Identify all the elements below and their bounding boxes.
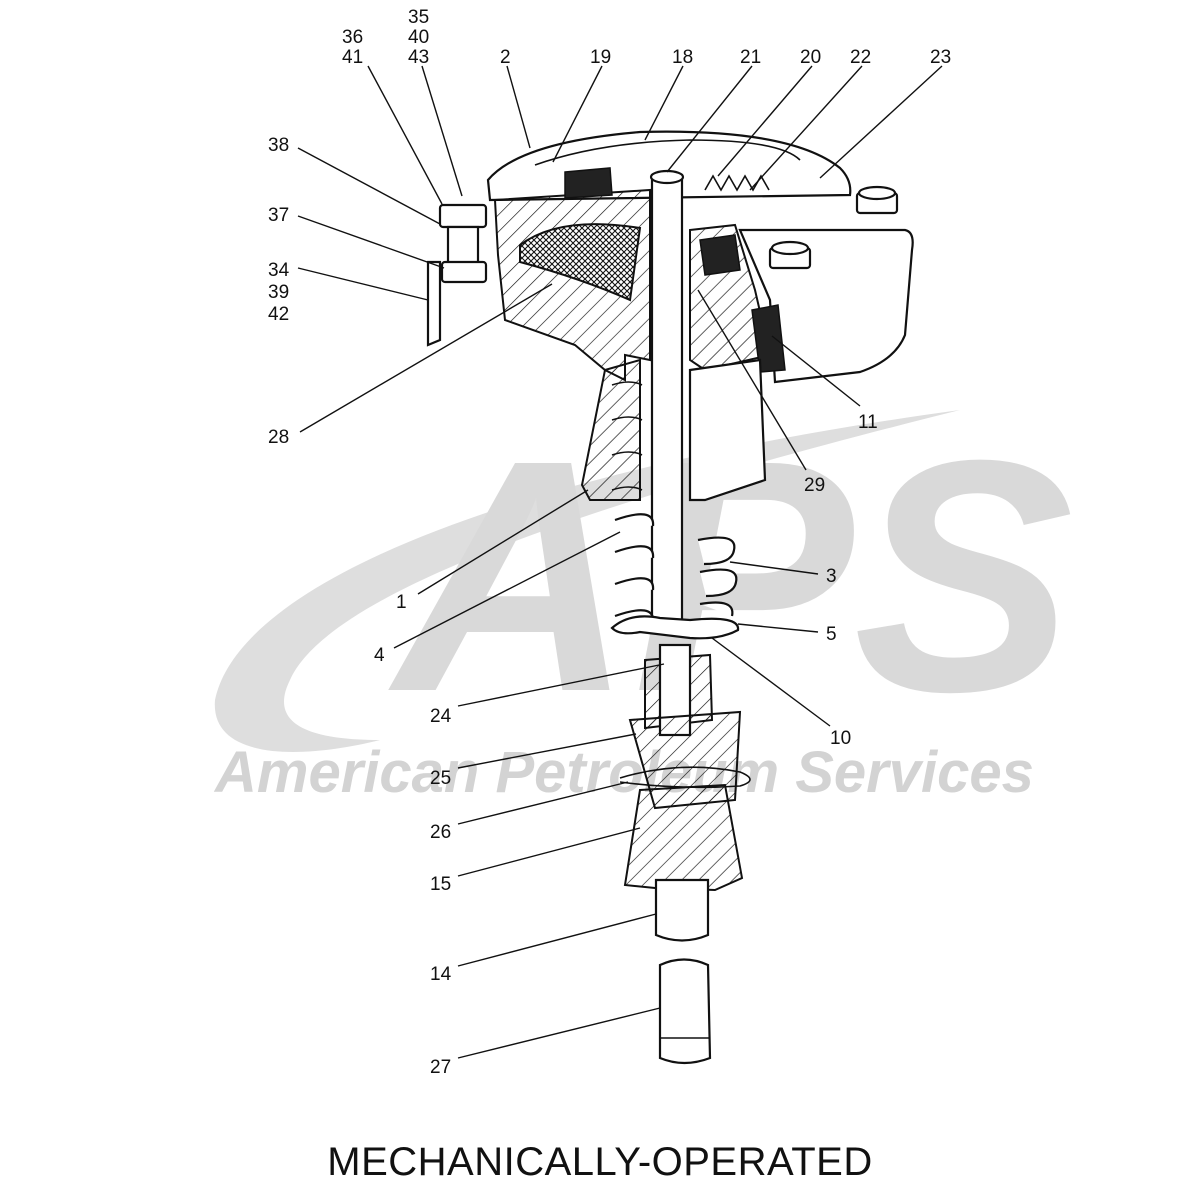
- callout-43: 43: [408, 47, 429, 68]
- leader-20: [717, 65, 813, 177]
- rod-end: [658, 958, 712, 1065]
- leader-18: [644, 65, 684, 141]
- callout-4: 4: [374, 645, 385, 666]
- seal-dark: [699, 234, 741, 276]
- cover-top: [534, 139, 801, 166]
- main-spring: [614, 513, 738, 623]
- leader-14: [457, 913, 657, 967]
- leader-1: [417, 489, 589, 595]
- callout-19: 19: [590, 47, 611, 68]
- callout-18: 18: [672, 47, 693, 68]
- operating-rod: [654, 878, 710, 942]
- leader-21: [666, 65, 753, 173]
- callout-42: 42: [268, 304, 289, 325]
- bolt-left: [438, 203, 488, 284]
- callout-20: 20: [800, 47, 821, 68]
- callout-21: 21: [740, 47, 761, 68]
- callout-1: 1: [396, 592, 407, 613]
- cotter-pin: [619, 766, 751, 789]
- leader-5: [737, 623, 819, 633]
- leader-27: [457, 1007, 661, 1059]
- leader-10: [711, 637, 831, 727]
- watermark-swoosh: [214, 410, 961, 752]
- clevis: [628, 710, 742, 810]
- stem-cap: [649, 169, 685, 185]
- bolt-right-2: [768, 240, 812, 270]
- inner-spring: [611, 381, 643, 491]
- callouts: 36 41 35 40 43 2 19 18 21 20 22 23 38 37…: [268, 7, 951, 1078]
- lower-sleeve: [623, 783, 744, 892]
- callout-22: 22: [850, 47, 871, 68]
- callout-25: 25: [430, 768, 451, 789]
- diaphragm: [564, 167, 613, 199]
- callout-36: 36: [342, 27, 363, 48]
- leader-29: [697, 289, 807, 471]
- leader-36-41: [367, 65, 443, 205]
- leader-38: [297, 147, 441, 225]
- leader-34: [297, 267, 429, 301]
- callout-15: 15: [430, 874, 451, 895]
- callout-23: 23: [930, 47, 951, 68]
- leader-37: [297, 215, 445, 269]
- leader-19: [552, 65, 603, 163]
- screen-mesh: [519, 223, 642, 302]
- valve-stem: [650, 173, 684, 627]
- callout-2: 2: [500, 47, 511, 68]
- callout-41: 41: [342, 47, 363, 68]
- bolt-right-1: [855, 185, 899, 215]
- leader-22: [749, 65, 863, 191]
- callout-24: 24: [430, 706, 452, 727]
- valve-assembly: [426, 130, 914, 1065]
- leader-3: [729, 561, 819, 575]
- gasket-dark: [751, 304, 786, 373]
- callout-39: 39: [268, 282, 289, 303]
- callout-40: 40: [408, 27, 429, 48]
- callout-11: 11: [858, 412, 878, 433]
- leader-4: [393, 531, 621, 649]
- callout-10: 10: [830, 728, 851, 749]
- callout-14: 14: [430, 964, 452, 985]
- watermark-company: American Petroleum Services: [213, 740, 1034, 805]
- leader-lines: [297, 65, 943, 1059]
- leader-15: [457, 827, 641, 877]
- body-neck: [580, 358, 641, 501]
- callout-38: 38: [268, 135, 289, 156]
- diagram-caption: MECHANICALLY-OPERATED: [327, 1140, 873, 1184]
- spring-seat: [610, 615, 740, 640]
- mounting-bracket: [426, 260, 442, 347]
- callout-35: 35: [408, 7, 429, 28]
- leader-24: [457, 663, 665, 707]
- callout-27: 27: [430, 1057, 451, 1078]
- callout-26: 26: [430, 822, 451, 843]
- leader-35-40-43: [421, 65, 463, 197]
- leader-28: [299, 283, 553, 433]
- callout-28: 28: [268, 427, 289, 448]
- leader-2: [506, 65, 531, 149]
- callout-3: 3: [826, 566, 837, 587]
- callout-29: 29: [804, 475, 825, 496]
- callout-5: 5: [826, 624, 837, 645]
- callout-34: 34: [268, 260, 290, 281]
- leader-25: [457, 733, 637, 769]
- body-neck-right: [688, 358, 767, 502]
- leader-23: [819, 65, 943, 179]
- callout-37: 37: [268, 205, 289, 226]
- leader-11: [771, 335, 861, 407]
- leader-26: [457, 781, 629, 825]
